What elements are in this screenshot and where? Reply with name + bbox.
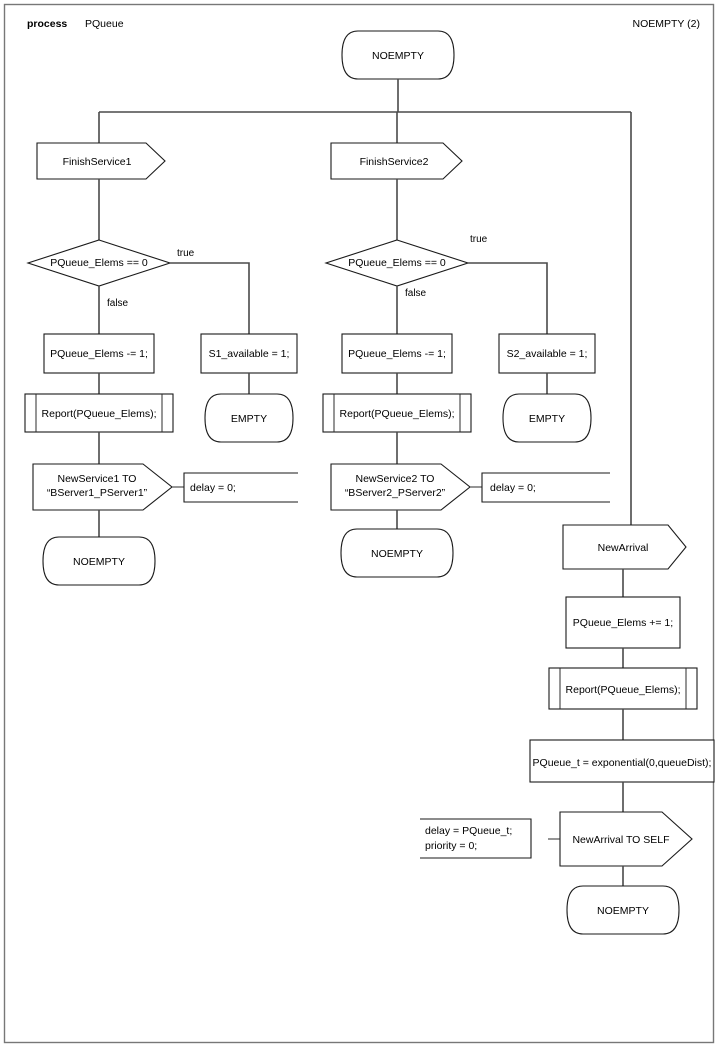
output-symbol-b1-newservice1 xyxy=(32,463,173,511)
input-label-finishservice2: FinishService2 xyxy=(360,156,429,168)
task-symbol-b2-s2available xyxy=(498,333,596,374)
state-label-b3-noempty: NOEMPTY xyxy=(597,905,649,917)
task-symbol-b1-decrement xyxy=(43,333,155,374)
input-symbol-newarrival xyxy=(562,524,687,570)
task-symbol-b2-decrement xyxy=(341,333,453,374)
input-label-newarrival: NewArrival xyxy=(598,542,649,554)
task-label-b1-decrement: PQueue_Elems -= 1; xyxy=(50,348,148,360)
decision-false-label-branch2: false xyxy=(405,288,427,299)
output-label-b2-line1: NewService2 TO xyxy=(356,473,435,485)
output-label-b1-line2: “BServer1_PServer1” xyxy=(47,487,148,499)
decision-label-branch1: PQueue_Elems == 0 xyxy=(50,257,148,269)
task-label-b3-exponential: PQueue_t = exponential(0,queueDist); xyxy=(533,757,712,769)
task-label-b3-increment: PQueue_Elems += 1; xyxy=(573,617,673,629)
input-symbol-finishservice1 xyxy=(36,142,166,180)
task-symbol-b3-increment xyxy=(565,596,681,649)
task-label-b1-s1available: S1_available = 1; xyxy=(209,348,290,360)
decision-label-branch2: PQueue_Elems == 0 xyxy=(348,257,446,269)
output-label-b2-line2: “BServer2_PServer2” xyxy=(345,487,446,499)
flowline-b2-true xyxy=(468,262,548,334)
comment-label-b1-delay: delay = 0; xyxy=(190,482,236,494)
state-label-start: NOEMPTY xyxy=(372,50,424,62)
input-label-finishservice1: FinishService1 xyxy=(63,156,132,168)
state-label-b2-empty: EMPTY xyxy=(529,413,565,425)
task-symbol-b1-s1available xyxy=(200,333,298,374)
decision-true-label-branch2: true xyxy=(470,234,488,245)
task-label-b2-s2available: S2_available = 1; xyxy=(507,348,588,360)
output-symbol-b3-newarrival-self xyxy=(559,811,693,867)
procedure-label-b1-report: Report(PQueue_Elems); xyxy=(42,408,157,420)
procedure-label-b3-report: Report(PQueue_Elems); xyxy=(566,684,681,696)
procedure-symbol-b2-report xyxy=(322,393,472,433)
state-symbol-b2-noempty xyxy=(340,528,454,578)
state-label-b1-noempty: NOEMPTY xyxy=(73,556,125,568)
state-symbol-start xyxy=(341,30,455,80)
comment-symbol-b1-delay xyxy=(183,472,298,503)
comment-symbol-b2-delay xyxy=(481,472,610,503)
header-page-ref: NOEMPTY (2) xyxy=(633,18,700,30)
comment-label-b3-line2: priority = 0; xyxy=(425,840,477,852)
state-symbol-b1-empty xyxy=(204,393,294,443)
comment-label-b3-line1: delay = PQueue_t; xyxy=(425,825,512,837)
output-label-b3-newarrival-self: NewArrival TO SELF xyxy=(572,834,669,846)
state-symbol-b3-noempty xyxy=(566,885,680,935)
flowline-b1-true xyxy=(170,262,250,334)
state-symbol-b2-empty xyxy=(502,393,592,443)
header-keyword: process xyxy=(27,18,67,30)
task-label-b2-decrement: PQueue_Elems -= 1; xyxy=(348,348,446,360)
input-symbol-finishservice2 xyxy=(330,142,463,180)
decision-true-label-branch1: true xyxy=(177,248,195,259)
state-label-b1-empty: EMPTY xyxy=(231,413,267,425)
state-label-b2-noempty: NOEMPTY xyxy=(371,548,423,560)
decision-false-label-branch1: false xyxy=(107,298,129,309)
task-symbol-b3-exponential xyxy=(529,739,715,783)
procedure-label-b2-report: Report(PQueue_Elems); xyxy=(340,408,455,420)
output-symbol-b2-newservice2 xyxy=(330,463,471,511)
page-frame xyxy=(3,3,715,1044)
procedure-symbol-b1-report xyxy=(24,393,174,433)
comment-symbol-b3-delay-priority xyxy=(420,818,532,859)
output-label-b1-line1: NewService1 TO xyxy=(58,473,137,485)
comment-label-b2-delay: delay = 0; xyxy=(490,482,536,494)
header-process-name: PQueue xyxy=(85,18,124,30)
state-symbol-b1-noempty xyxy=(42,536,156,586)
